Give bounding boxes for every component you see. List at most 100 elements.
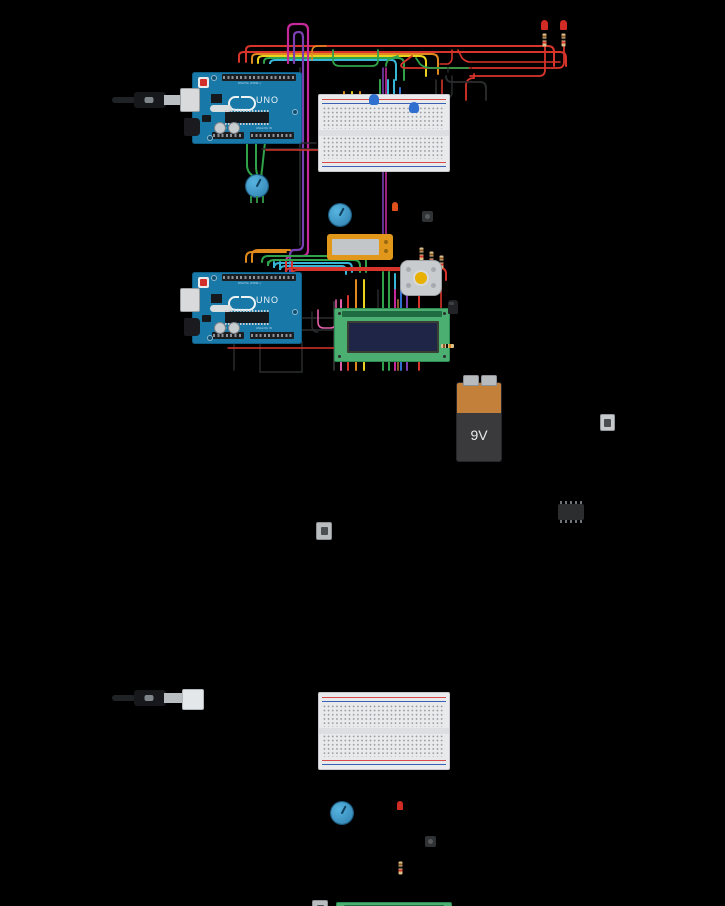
arduino-uno-bottom[interactable]: DIGITAL (PWM~) POWER ANALOG IN ARDUINO U…	[180, 272, 302, 344]
breadboard-top[interactable]	[318, 94, 450, 172]
electrolytic-cap-2	[228, 322, 240, 334]
pot-leg-2	[256, 196, 258, 203]
arduino-uno-top[interactable]: DIGITAL (PWM~) POWER ANALOG IN ARDUINO U…	[180, 72, 302, 144]
slide-switch-top[interactable]	[316, 522, 332, 540]
resistor-motor-base	[441, 344, 454, 348]
npn-transistor[interactable]	[448, 300, 458, 314]
power-rail-top-negative	[322, 103, 446, 104]
integrated-circuit-8pin[interactable]	[558, 501, 584, 523]
breadboard-bottom[interactable]	[318, 692, 450, 770]
digital-header-label: DIGITAL (PWM~)	[238, 82, 261, 85]
resistor-bottom-1	[398, 861, 403, 875]
pot-leg-1	[250, 196, 252, 203]
usb-cable-body	[112, 97, 136, 103]
lcd-display-bottom[interactable]	[336, 902, 452, 906]
motor-vent-2	[431, 267, 436, 272]
breadboard-holes-upper[interactable]	[323, 107, 445, 129]
battery-top-cap	[457, 383, 501, 413]
ic-pins-bottom	[560, 520, 582, 523]
uno-model-label: UNO	[256, 295, 279, 305]
center-channel	[319, 130, 449, 136]
potentiometer-breadboard-bottom[interactable]	[331, 802, 353, 824]
lcd-pin-header[interactable]	[342, 311, 442, 317]
power-header[interactable]	[212, 132, 244, 139]
reset-button[interactable]	[198, 77, 209, 88]
lcd-screw-1	[338, 312, 341, 315]
barrel-jack	[184, 118, 200, 136]
lcd-screw-4	[443, 355, 446, 358]
crystal-oscillator	[210, 105, 232, 112]
motor-shaft-hub	[415, 272, 427, 284]
amber-module-knob-2[interactable]	[384, 249, 388, 253]
usb-metal-tip	[164, 95, 184, 105]
barrel-jack	[184, 318, 200, 336]
usb-interface-chip	[211, 94, 222, 103]
resistor-led-2	[561, 33, 566, 47]
electrolytic-cap-1	[214, 122, 226, 134]
electrolytic-cap-1	[214, 322, 226, 334]
reset-button[interactable]	[198, 277, 209, 288]
voltage-regulator	[202, 315, 211, 322]
usb-cable-body	[112, 695, 136, 701]
led-assembly-2[interactable]	[560, 20, 570, 47]
mount-hole-1	[212, 76, 216, 80]
battery-9v[interactable]: 9V	[456, 375, 502, 462]
analog-header[interactable]	[250, 132, 294, 139]
power-rail-top-positive	[322, 697, 446, 698]
electrolytic-cap-2	[228, 122, 240, 134]
led-breadboard-bottom	[397, 801, 403, 810]
pot-leg-3	[262, 196, 264, 203]
lcd-display-top[interactable]	[334, 308, 450, 362]
lcd-screw-3	[338, 355, 341, 358]
motor-vent-4	[431, 283, 436, 288]
motor-vent-3	[406, 283, 411, 288]
analog-header[interactable]	[250, 332, 294, 339]
power-header[interactable]	[212, 332, 244, 339]
ic-pins-top	[560, 501, 582, 504]
potentiometer-breadboard-top[interactable]	[329, 204, 351, 226]
lcd-pin-header[interactable]	[344, 905, 444, 906]
dc-motor[interactable]	[400, 260, 442, 296]
pot-knob[interactable]	[246, 175, 268, 197]
capacitor-blue-2	[409, 102, 419, 113]
pushbutton-loose[interactable]	[600, 414, 615, 431]
resistor-led-1	[542, 33, 547, 47]
atmega-mcu	[225, 110, 269, 125]
power-rail-top-positive	[322, 99, 446, 100]
battery-terminal-negative	[481, 375, 497, 386]
wire-layer	[227, 22, 567, 373]
usb-b-head	[182, 689, 204, 710]
amber-module-screen	[332, 239, 379, 255]
breadboard-holes-upper[interactable]	[323, 705, 445, 727]
crystal-oscillator	[210, 305, 232, 312]
led-assembly-1[interactable]	[541, 20, 551, 47]
led-red-2	[560, 20, 567, 30]
usb-cable-bottom[interactable]	[112, 689, 207, 710]
lcd-screw-2	[443, 312, 446, 315]
capacitor-blue-1	[369, 94, 379, 105]
analog-header-label: ANALOG IN	[256, 127, 272, 130]
amber-module[interactable]	[327, 234, 393, 260]
battery-label: 9V	[470, 427, 488, 443]
power-rail-bottom-positive	[322, 162, 446, 163]
usb-icon	[142, 97, 156, 103]
usb-interface-chip	[211, 294, 222, 303]
slide-switch-bottom[interactable]	[312, 900, 328, 906]
digital-header[interactable]	[222, 274, 296, 281]
power-rail-bottom-negative	[322, 764, 446, 765]
usb-port	[180, 288, 200, 312]
potentiometer-top-loose[interactable]	[246, 175, 268, 203]
usb-port	[180, 88, 200, 112]
pushbutton-breadboard-top[interactable]	[422, 211, 433, 222]
pushbutton-breadboard-bottom[interactable]	[425, 836, 436, 847]
led-red-1	[541, 20, 548, 30]
voltage-regulator	[202, 115, 211, 122]
breadboard-holes-lower[interactable]	[323, 735, 445, 757]
power-rail-bottom-positive	[322, 760, 446, 761]
amber-module-knob-1[interactable]	[384, 240, 388, 244]
atmega-mcu	[225, 310, 269, 325]
digital-header[interactable]	[222, 74, 296, 81]
breadboard-holes-lower[interactable]	[323, 137, 445, 159]
pushbutton-cap[interactable]	[604, 418, 611, 427]
